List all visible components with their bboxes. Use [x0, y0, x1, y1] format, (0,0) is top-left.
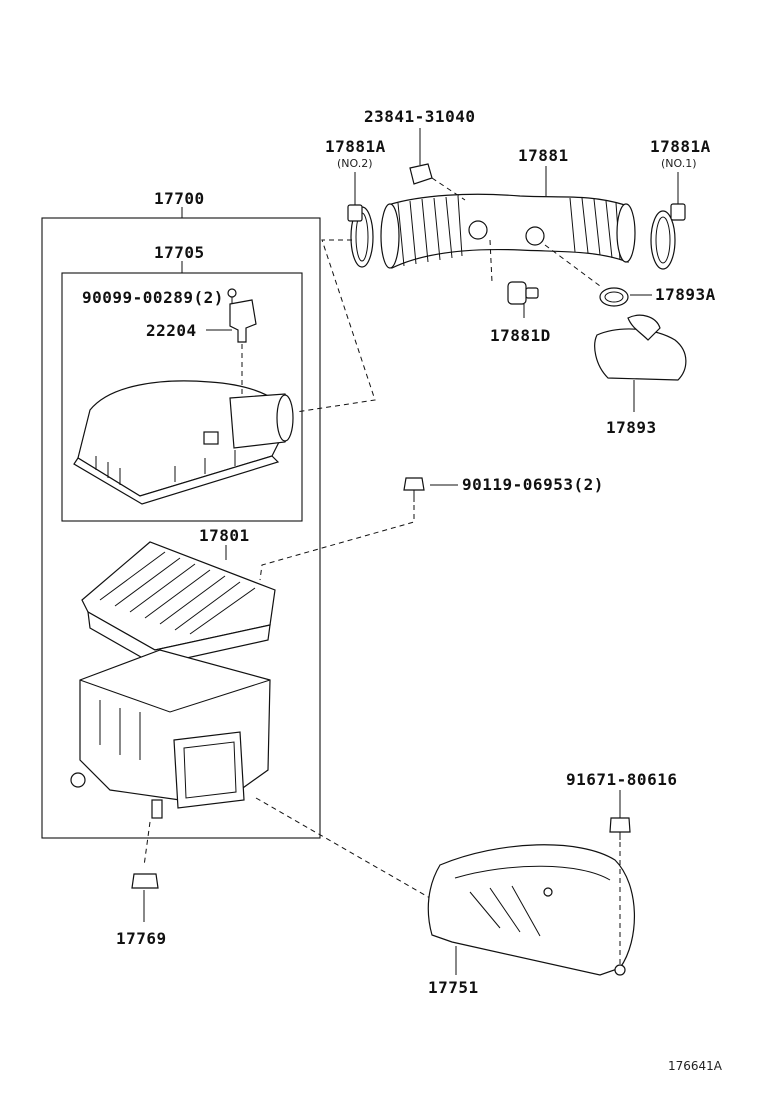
drawing-code: 176641A [668, 1059, 723, 1073]
label-22204: 22204 [146, 321, 197, 340]
fitting-17881D[interactable] [489, 239, 539, 318]
label-17769: 17769 [116, 929, 167, 948]
screw-90099-00289[interactable] [227, 288, 237, 304]
bolt-91671-80616[interactable] [609, 790, 631, 965]
air-cleaner-case-17700[interactable] [70, 649, 271, 819]
label-17881A-right-note: (NO.1) [661, 157, 697, 170]
label-17893A: 17893A [655, 285, 716, 304]
sensor-22204[interactable] [206, 299, 257, 396]
label-17801: 17801 [199, 526, 250, 545]
label-17700: 17700 [154, 189, 205, 208]
hose-clamp-17881A-no2[interactable] [347, 172, 374, 268]
clip-23841-31040[interactable] [409, 128, 466, 201]
intake-duct-17751[interactable] [255, 797, 635, 976]
label-23841-31040: 23841-31040 [364, 107, 475, 126]
assembly-box-17700 [41, 217, 321, 839]
label-17705: 17705 [154, 243, 205, 262]
label-17881: 17881 [518, 146, 569, 165]
label-17881A-left: 17881A [325, 137, 386, 156]
air-cleaner-cap-17705[interactable] [73, 380, 294, 505]
label-17751: 17751 [428, 978, 479, 997]
bolt-90119-06953[interactable] [259, 477, 458, 581]
dashed-connector-hose-cap [295, 239, 376, 413]
label-90119-06953: 90119-06953(2) [462, 475, 604, 494]
hose-clamp-17893A[interactable] [544, 244, 652, 307]
label-17893: 17893 [606, 418, 657, 437]
label-17881A-left-note: (NO.2) [337, 157, 373, 170]
label-17881D: 17881D [490, 326, 551, 345]
label-91671-80616: 91671-80616 [566, 770, 677, 789]
label-90099-00289: 90099-00289(2) [82, 288, 224, 307]
label-17881A-right: 17881A [650, 137, 711, 156]
filter-element-17801[interactable] [81, 541, 276, 666]
hose-clamp-17881A-no1[interactable] [650, 172, 686, 270]
grommet-17769[interactable] [131, 821, 159, 922]
intake-hose-17881[interactable] [380, 193, 636, 269]
resonator-17893[interactable] [594, 314, 687, 412]
